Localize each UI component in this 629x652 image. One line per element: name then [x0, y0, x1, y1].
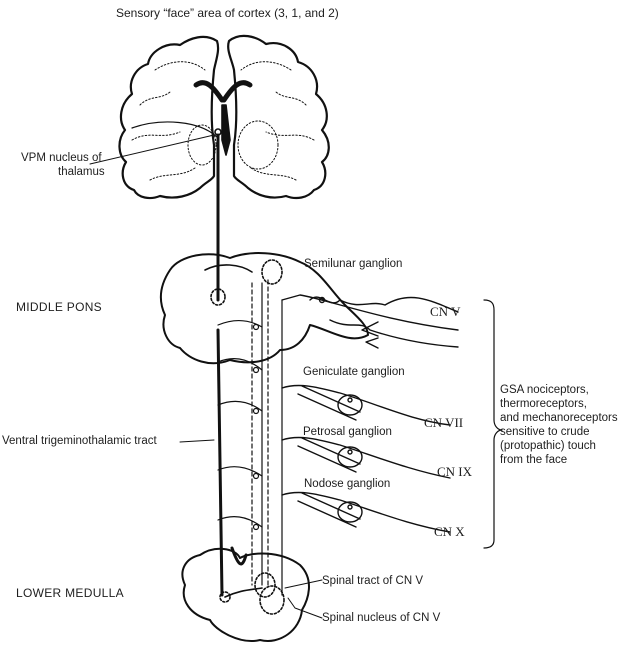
cn-ix-label: CN IX: [437, 464, 473, 479]
lower-medulla-label: LOWER MEDULLA: [16, 586, 124, 600]
vpm-label-line2: thalamus: [58, 166, 105, 178]
cn-x-label: CN X: [434, 524, 465, 539]
receptor-note-line: sensitive to crude: [500, 426, 590, 438]
receptor-note-line: (protopathic) touch: [500, 440, 596, 452]
brain-coronal-section: [89, 34, 330, 200]
cn-x-nerve: [281, 491, 451, 533]
lower-medulla-section: [181, 546, 323, 642]
receptor-note-line: thermoreceptors,: [500, 398, 587, 410]
spinal-tract-columns: [251, 279, 283, 596]
receptor-note: GSA nociceptors, thermoreceptors, and me…: [500, 383, 618, 467]
vpm-label-line1: VPM nucleus of: [21, 152, 102, 164]
spinal-tract-label: Spinal tract of CN V: [322, 575, 423, 587]
middle-pons-label: MIDDLE PONS: [16, 300, 102, 314]
petrosal-ganglion-label: Petrosal ganglion: [303, 426, 392, 438]
ventral-trigeminothalamic-tract: [216, 328, 224, 597]
receptor-note-line: from the face: [500, 454, 568, 466]
receptor-note-line: and mechanoreceptors: [500, 412, 618, 424]
cn-v-label: CN V: [430, 304, 461, 319]
ventral-tract-pointer: [179, 439, 215, 443]
cn-v-nerve: [281, 294, 459, 349]
spinal-nucleus-label: Spinal nucleus of CN V: [322, 612, 441, 624]
middle-pons-section: [159, 252, 369, 365]
cortex-label: Sensory “face” area of cortex (3, 1, and…: [116, 6, 339, 20]
geniculate-ganglion-label: Geniculate ganglion: [303, 366, 405, 378]
ventral-tract-label: Ventral trigeminothalamic tract: [2, 435, 157, 447]
receptor-note-line: GSA nociceptors,: [500, 384, 589, 396]
cn-vii-nerve: [281, 384, 451, 426]
receptor-brace: [483, 299, 503, 549]
cn-ix-nerve: [281, 436, 451, 479]
cn-vii-label: CN VII: [424, 415, 464, 430]
nodose-ganglion-label: Nodose ganglion: [304, 478, 391, 490]
semilunar-ganglion-label: Semilunar ganglion: [304, 258, 403, 270]
crossing-fibers: [217, 320, 263, 531]
